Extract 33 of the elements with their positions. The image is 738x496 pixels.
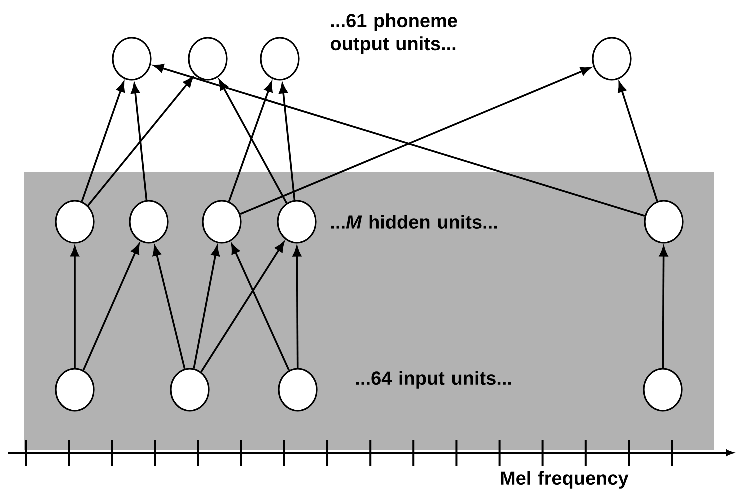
- unit-circle: [55, 368, 95, 412]
- arrow: [88, 77, 194, 206]
- unit-circle: [277, 200, 317, 244]
- unit-circle: [170, 368, 210, 412]
- unit-circle: [260, 37, 300, 81]
- unit-circle: [278, 368, 318, 412]
- arrow: [152, 246, 186, 370]
- arrow: [200, 242, 285, 373]
- unit-circle: [112, 37, 152, 81]
- arrow: [228, 82, 273, 202]
- arrow: [660, 246, 668, 368]
- unit-circle: [188, 37, 228, 81]
- arrow: [231, 244, 290, 371]
- unit-circle: [592, 37, 632, 81]
- arrow: [82, 244, 140, 371]
- unit-circle: [643, 368, 683, 412]
- arrow: [70, 246, 80, 368]
- layer-label: ...64 input units...: [356, 371, 512, 389]
- arrow: [81, 82, 126, 202]
- layer-label: ...61 phoneme output units...: [330, 14, 458, 54]
- arrow: [292, 246, 302, 368]
- arrow: [618, 82, 658, 202]
- unit-circle: [129, 200, 169, 244]
- arrow: [240, 67, 592, 216]
- unit-circle: [202, 200, 242, 244]
- arrow: [193, 246, 220, 369]
- arrow: [279, 83, 296, 200]
- unit-circle: [644, 200, 684, 244]
- arrow: [131, 83, 148, 200]
- arrow: [154, 64, 646, 218]
- arrow: [219, 80, 288, 204]
- layer-label: Mel frequency: [501, 471, 629, 489]
- unit-circle: [55, 200, 95, 244]
